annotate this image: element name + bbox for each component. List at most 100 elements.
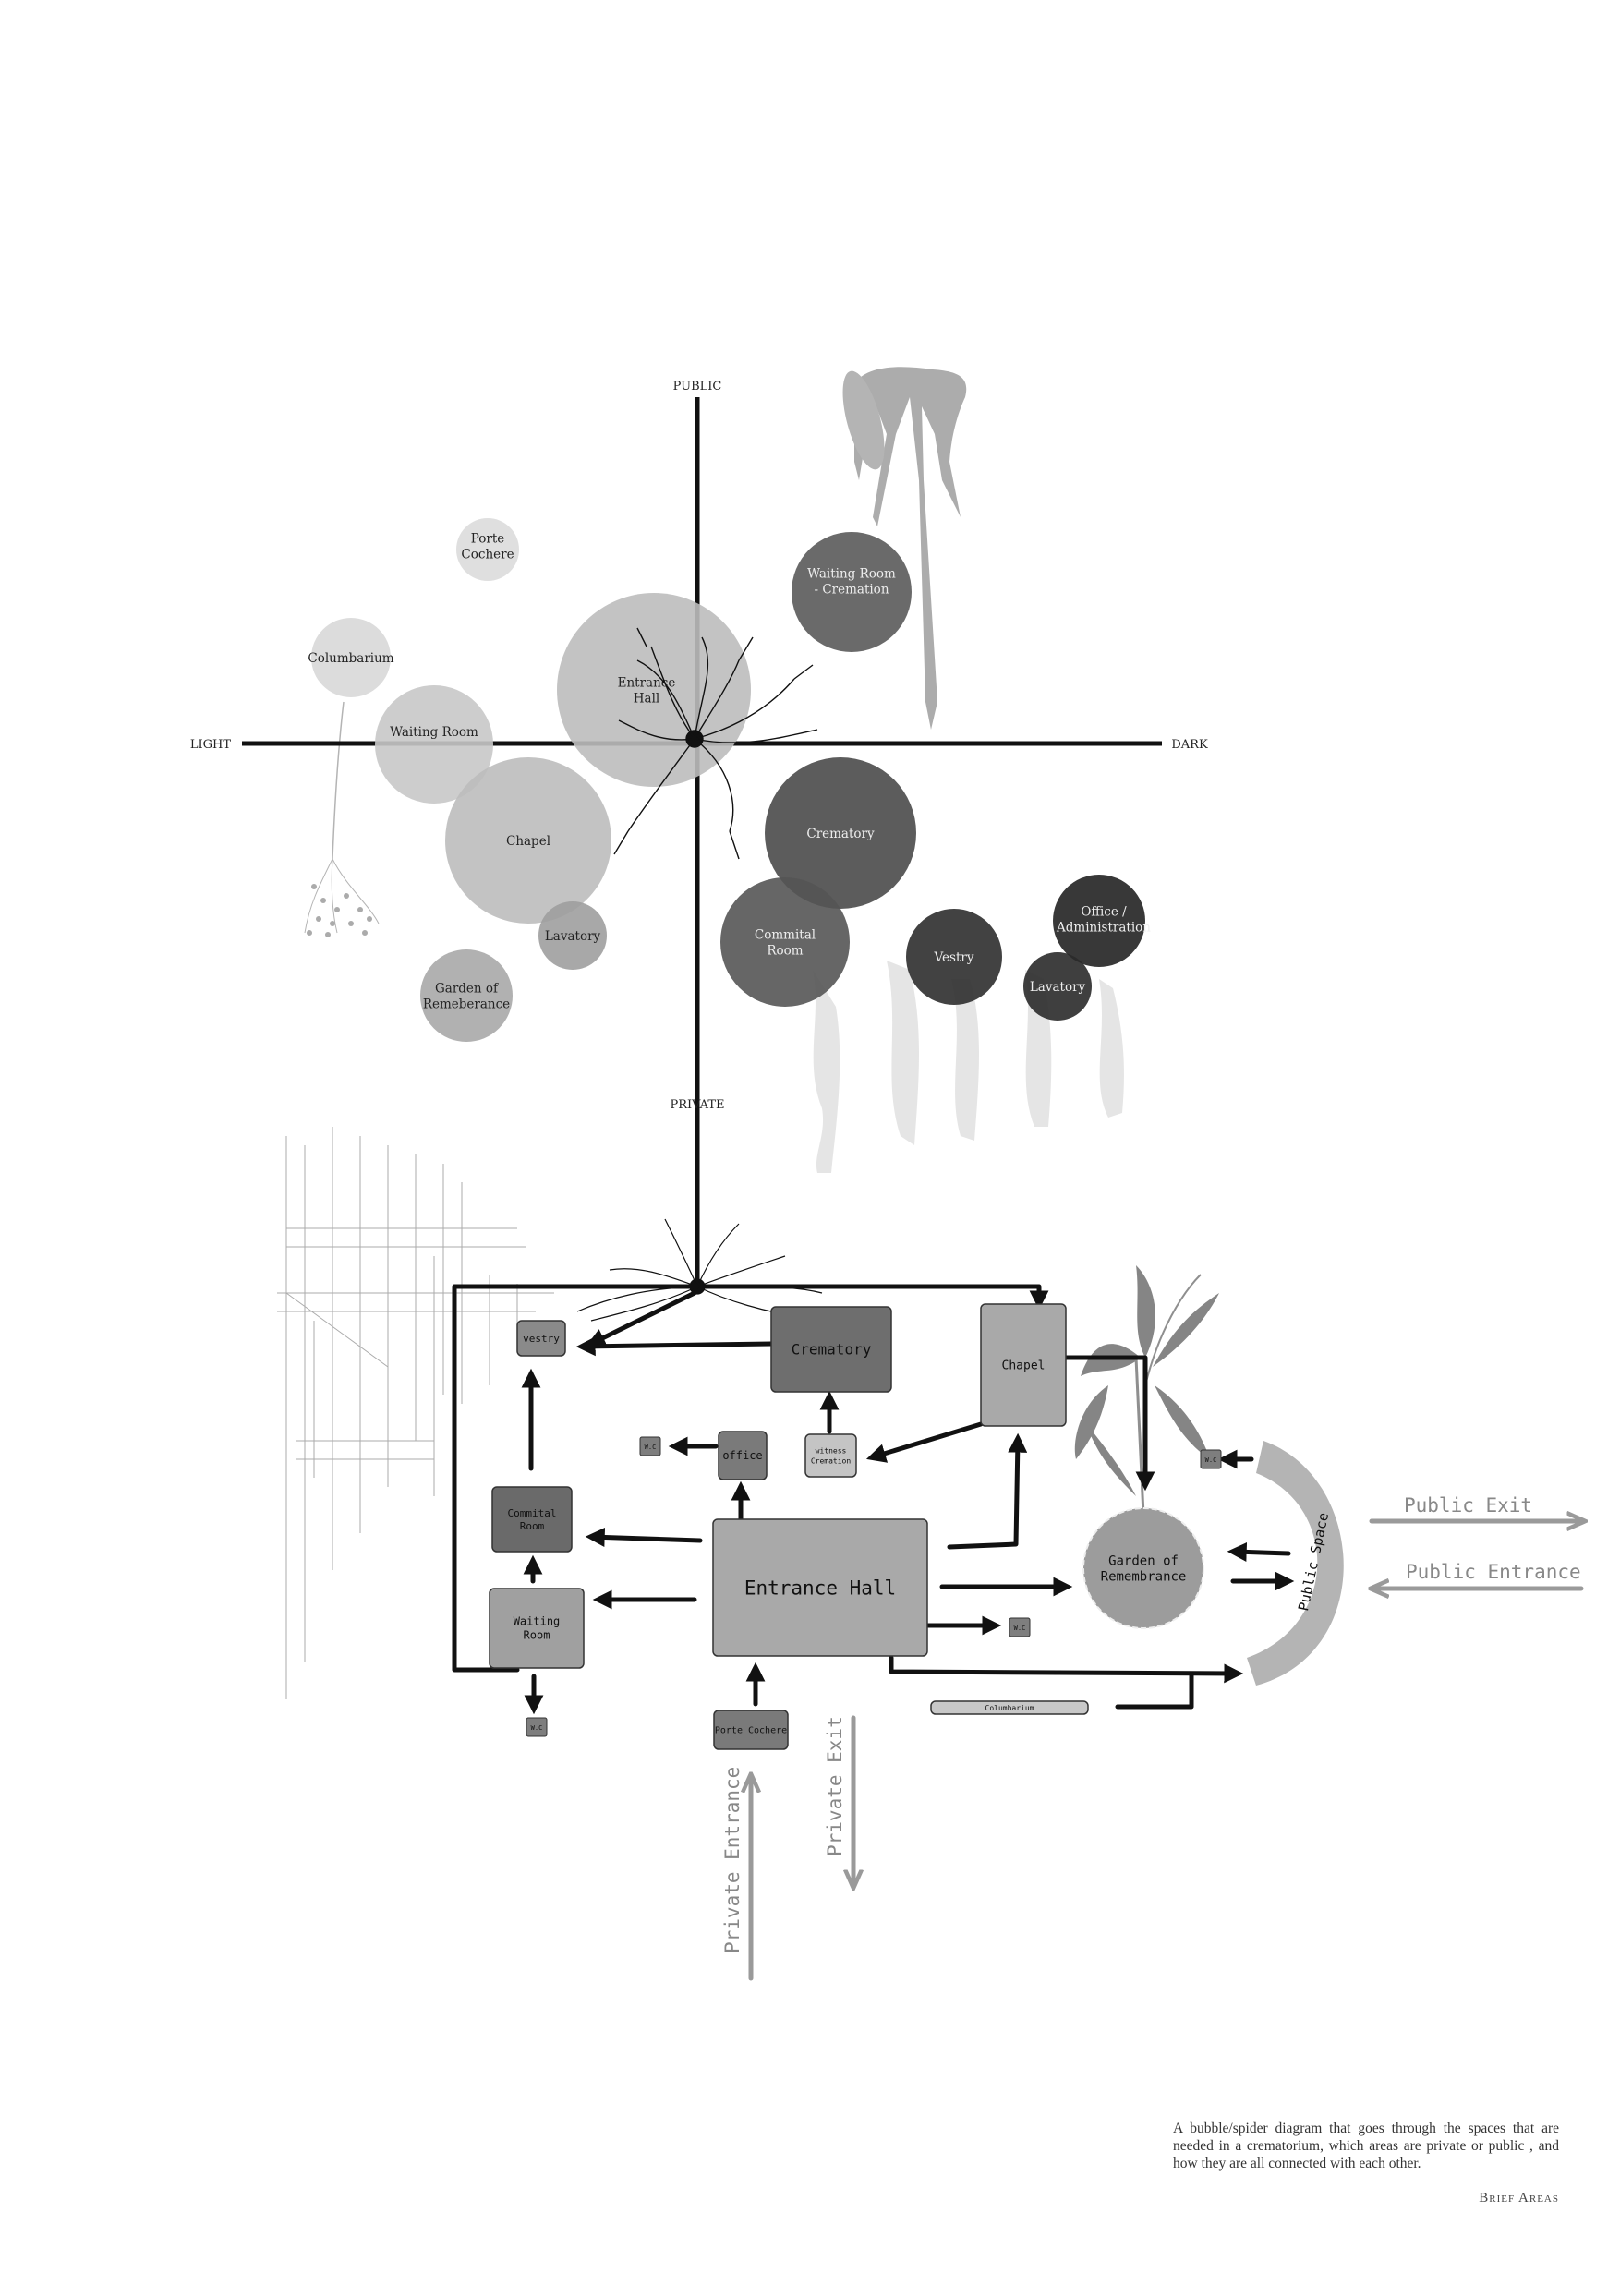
axes: PUBLIC PRIVATE LIGHT DARK — [190, 380, 1208, 1288]
room-label: W.C — [1014, 1625, 1026, 1632]
room-label: Remembrance — [1101, 1569, 1187, 1584]
wc-box: W.C — [526, 1717, 548, 1737]
wc-shape — [526, 1717, 548, 1737]
arrow-top-route — [695, 1284, 1049, 1311]
room-porte-cochere-box: Porte Cochere — [713, 1710, 789, 1750]
room-label: Porte Cochere — [715, 1726, 787, 1736]
bubble-label: Columbarium — [308, 651, 393, 666]
bubble-label: Garden of — [435, 982, 499, 997]
caption-title: Brief Areas — [1479, 2191, 1559, 2205]
plant-sketch-right — [1074, 1265, 1219, 1516]
bubble-circle — [720, 877, 850, 1007]
arrow-crematory-to-vestry — [575, 1336, 774, 1357]
bubble-lavatory-dark: Lavatory — [1023, 952, 1092, 1021]
bubble-label: Room — [767, 944, 803, 959]
bubble-circle — [1023, 952, 1092, 1021]
axis-label-public: PUBLIC — [673, 380, 722, 393]
bubble-label: Waiting Room — [390, 725, 478, 740]
bubble-label: Commital — [755, 928, 816, 943]
room-entrance-hall-box: Entrance Hall — [712, 1518, 928, 1657]
room-shape — [516, 1320, 566, 1357]
bubble-label: Chapel — [506, 834, 550, 849]
room-label: Waiting — [514, 1615, 561, 1628]
arrow-public-space-to-garden — [1227, 1541, 1291, 1562]
room-shape — [980, 1303, 1067, 1427]
bubble-circle — [375, 685, 493, 804]
room-label: Cremation — [811, 1456, 852, 1465]
bubble-circle — [311, 618, 391, 697]
arrow-to-columbarium — [1115, 1671, 1194, 1710]
room-label: Crematory — [792, 1341, 872, 1359]
room-shape — [713, 1710, 789, 1750]
bubble-label: Administration — [1056, 921, 1151, 936]
room-label: Room — [520, 1520, 545, 1532]
public-entrance-label: Public Entrance — [1406, 1561, 1581, 1583]
figure-sketch-top — [842, 367, 967, 730]
bubble-label: Cochere — [461, 548, 514, 562]
room-label: Chapel — [1002, 1359, 1046, 1373]
caption-text: A bubble/spider diagram that goes throug… — [1173, 2121, 1559, 2171]
axis-label-light: LIGHT — [190, 738, 231, 752]
bubble-circle — [456, 518, 519, 581]
bubble-label: Hall — [634, 692, 659, 707]
bubble-label: Lavatory — [1030, 980, 1086, 995]
bubble-label: Porte — [471, 532, 505, 547]
bubble-chapel: Chapel — [445, 757, 611, 924]
room-label: witness — [816, 1446, 847, 1455]
room-shape — [804, 1433, 857, 1478]
arrow-entrance-to-commital — [585, 1528, 703, 1547]
spider-hub-top — [613, 627, 818, 860]
bubble-circle — [765, 757, 916, 909]
bubble-label: Remeberance — [423, 997, 510, 1012]
sketch-textures — [277, 367, 1219, 1699]
wc-shape — [639, 1436, 661, 1456]
room-columbarium-box: Columbarium — [930, 1700, 1089, 1715]
bubble-circle — [445, 757, 611, 924]
room-label: Garden of — [1108, 1553, 1179, 1568]
room-label: Columbarium — [985, 1704, 1034, 1712]
arrow-top-left-route — [452, 1284, 700, 1673]
bubble-columbarium: Columbarium — [308, 618, 394, 697]
room-office-box: office — [718, 1431, 768, 1480]
bubble-circle — [420, 949, 513, 1042]
access-arrows — [751, 1521, 1581, 1981]
bubble-crematory: Crematory — [765, 757, 916, 909]
bubble-circle — [906, 909, 1002, 1005]
arrow-entrance-to-public-space — [889, 1655, 1244, 1684]
bubble-circle — [792, 532, 912, 652]
public-exit-label: Public Exit — [1404, 1494, 1532, 1517]
wc-box: W.C — [639, 1436, 661, 1456]
room-shape — [1082, 1507, 1204, 1629]
bubble-waiting-room-cremation: Waiting Room- Cremation — [792, 532, 912, 652]
room-shape — [489, 1588, 585, 1669]
smoke-sketch — [813, 961, 1124, 1173]
room-shape — [770, 1306, 892, 1393]
bubble-label: Vestry — [934, 950, 974, 965]
room-label: office — [722, 1449, 762, 1462]
room-label: W.C — [1205, 1456, 1217, 1464]
room-shape — [491, 1486, 573, 1553]
bubble-waiting-room-light: Waiting Room — [375, 685, 493, 804]
room-public-space: Public Space — [1247, 1441, 1344, 1686]
room-crematory-box: Crematory — [770, 1306, 892, 1393]
room-shape — [930, 1700, 1089, 1715]
bubble-label: Waiting Room — [807, 567, 896, 582]
bubble-label: Lavatory — [545, 929, 601, 944]
bubble-circle — [538, 901, 607, 970]
axis-label-dark: DARK — [1171, 738, 1208, 752]
room-vestry-box: vestry — [516, 1320, 566, 1357]
bubble-office-administration: Office /Administration — [1053, 875, 1151, 967]
bubble-label: Crematory — [806, 827, 875, 841]
arrow-hub-to-vestry — [586, 1290, 697, 1347]
